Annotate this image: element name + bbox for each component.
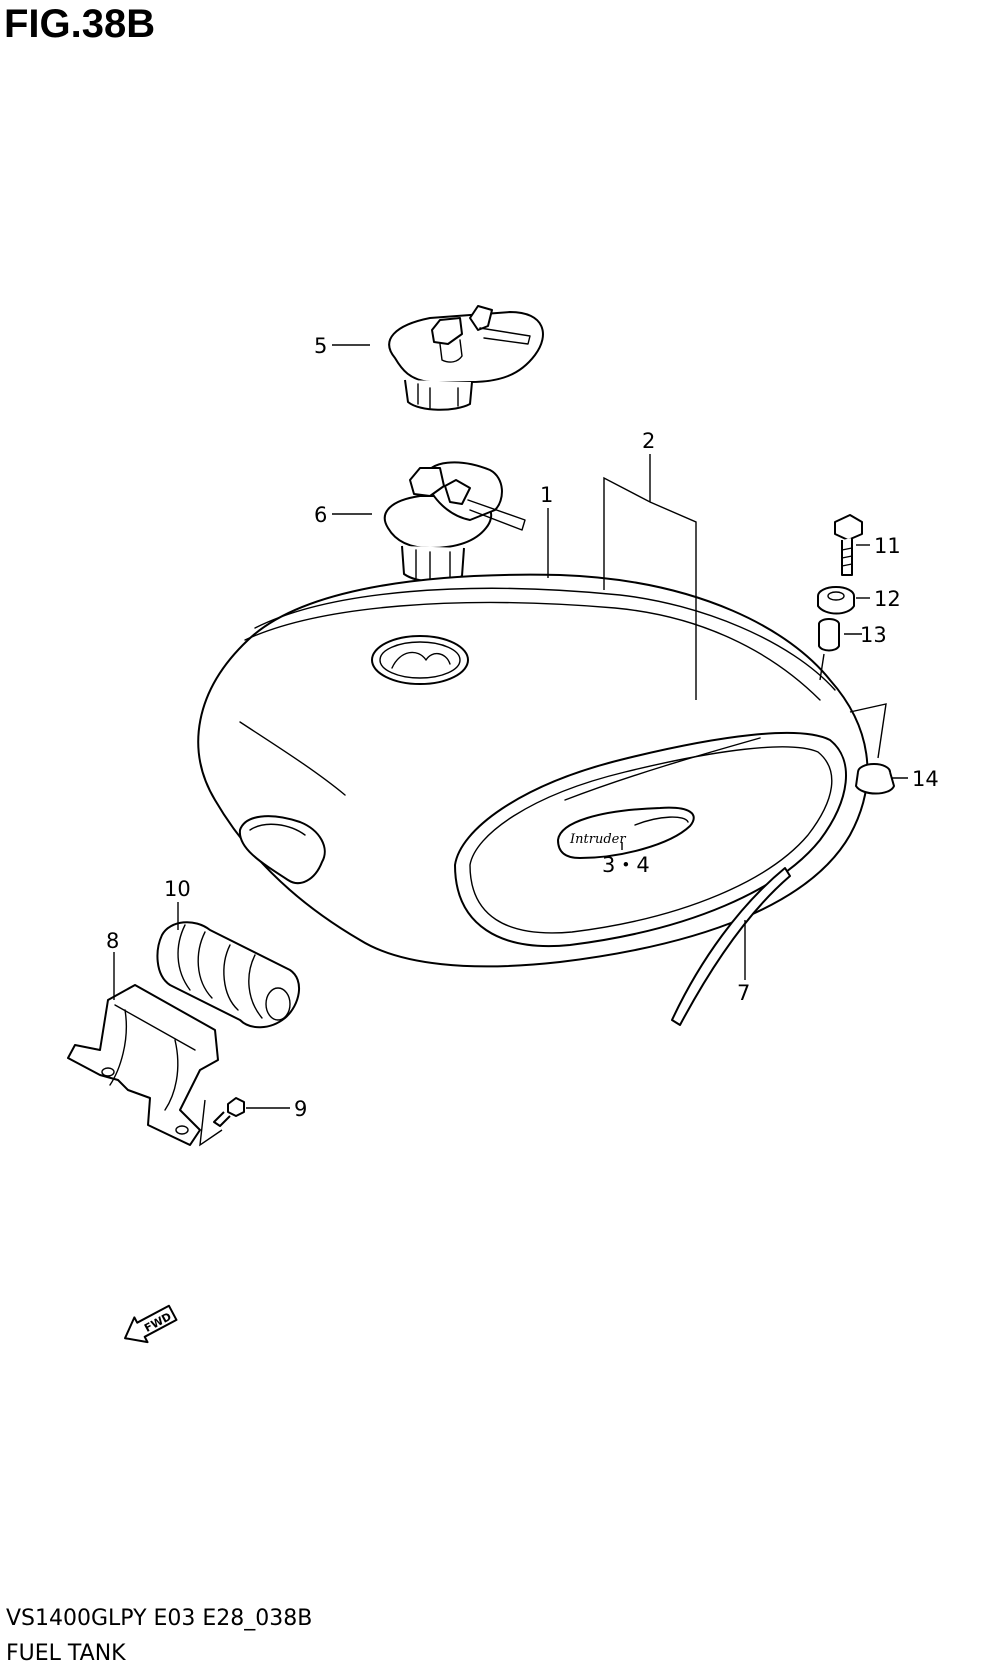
washer-part-12 <box>817 586 855 615</box>
fuel-cap-lower-part-6 <box>383 461 526 583</box>
model-code: VS1400GLPY E03 E28_038B <box>6 1606 313 1631</box>
figure-title: FIG.38B <box>4 2 156 46</box>
rear-cushion-part-10 <box>156 921 300 1029</box>
callout-5: 5 <box>314 334 327 358</box>
cushion-part-14 <box>855 763 895 795</box>
callout-12: 12 <box>874 587 901 611</box>
callout-10: 10 <box>164 877 191 901</box>
fuel-tank-part-1: Intruder <box>197 573 869 968</box>
screw-part-9 <box>213 1097 245 1127</box>
callout-3-4: 3・4 <box>602 853 650 877</box>
leader-lines <box>113 344 908 1147</box>
fuel-cap-upper-part-5 <box>388 305 544 411</box>
callout-1: 1 <box>540 483 553 507</box>
trim-strip-part-7 <box>671 867 791 1026</box>
callout-9: 9 <box>294 1097 307 1121</box>
tank-emblem-text: Intruder <box>569 832 626 847</box>
callout-7: 7 <box>737 981 750 1005</box>
callout-8: 8 <box>106 929 119 953</box>
section-name: FUEL TANK <box>6 1641 126 1666</box>
callout-labels: 1 2 3・4 5 6 7 8 9 10 11 12 13 14 <box>106 334 939 1121</box>
callout-14: 14 <box>912 767 939 791</box>
mounting-bolt-part-11 <box>834 514 863 576</box>
fwd-arrow-icon: FWD <box>124 1304 178 1344</box>
callout-11: 11 <box>874 534 901 558</box>
callout-2: 2 <box>642 429 655 453</box>
callout-6: 6 <box>314 503 327 527</box>
spacer-part-13 <box>818 618 840 652</box>
mounting-bracket-part-8 <box>67 984 219 1146</box>
callout-13: 13 <box>860 623 887 647</box>
